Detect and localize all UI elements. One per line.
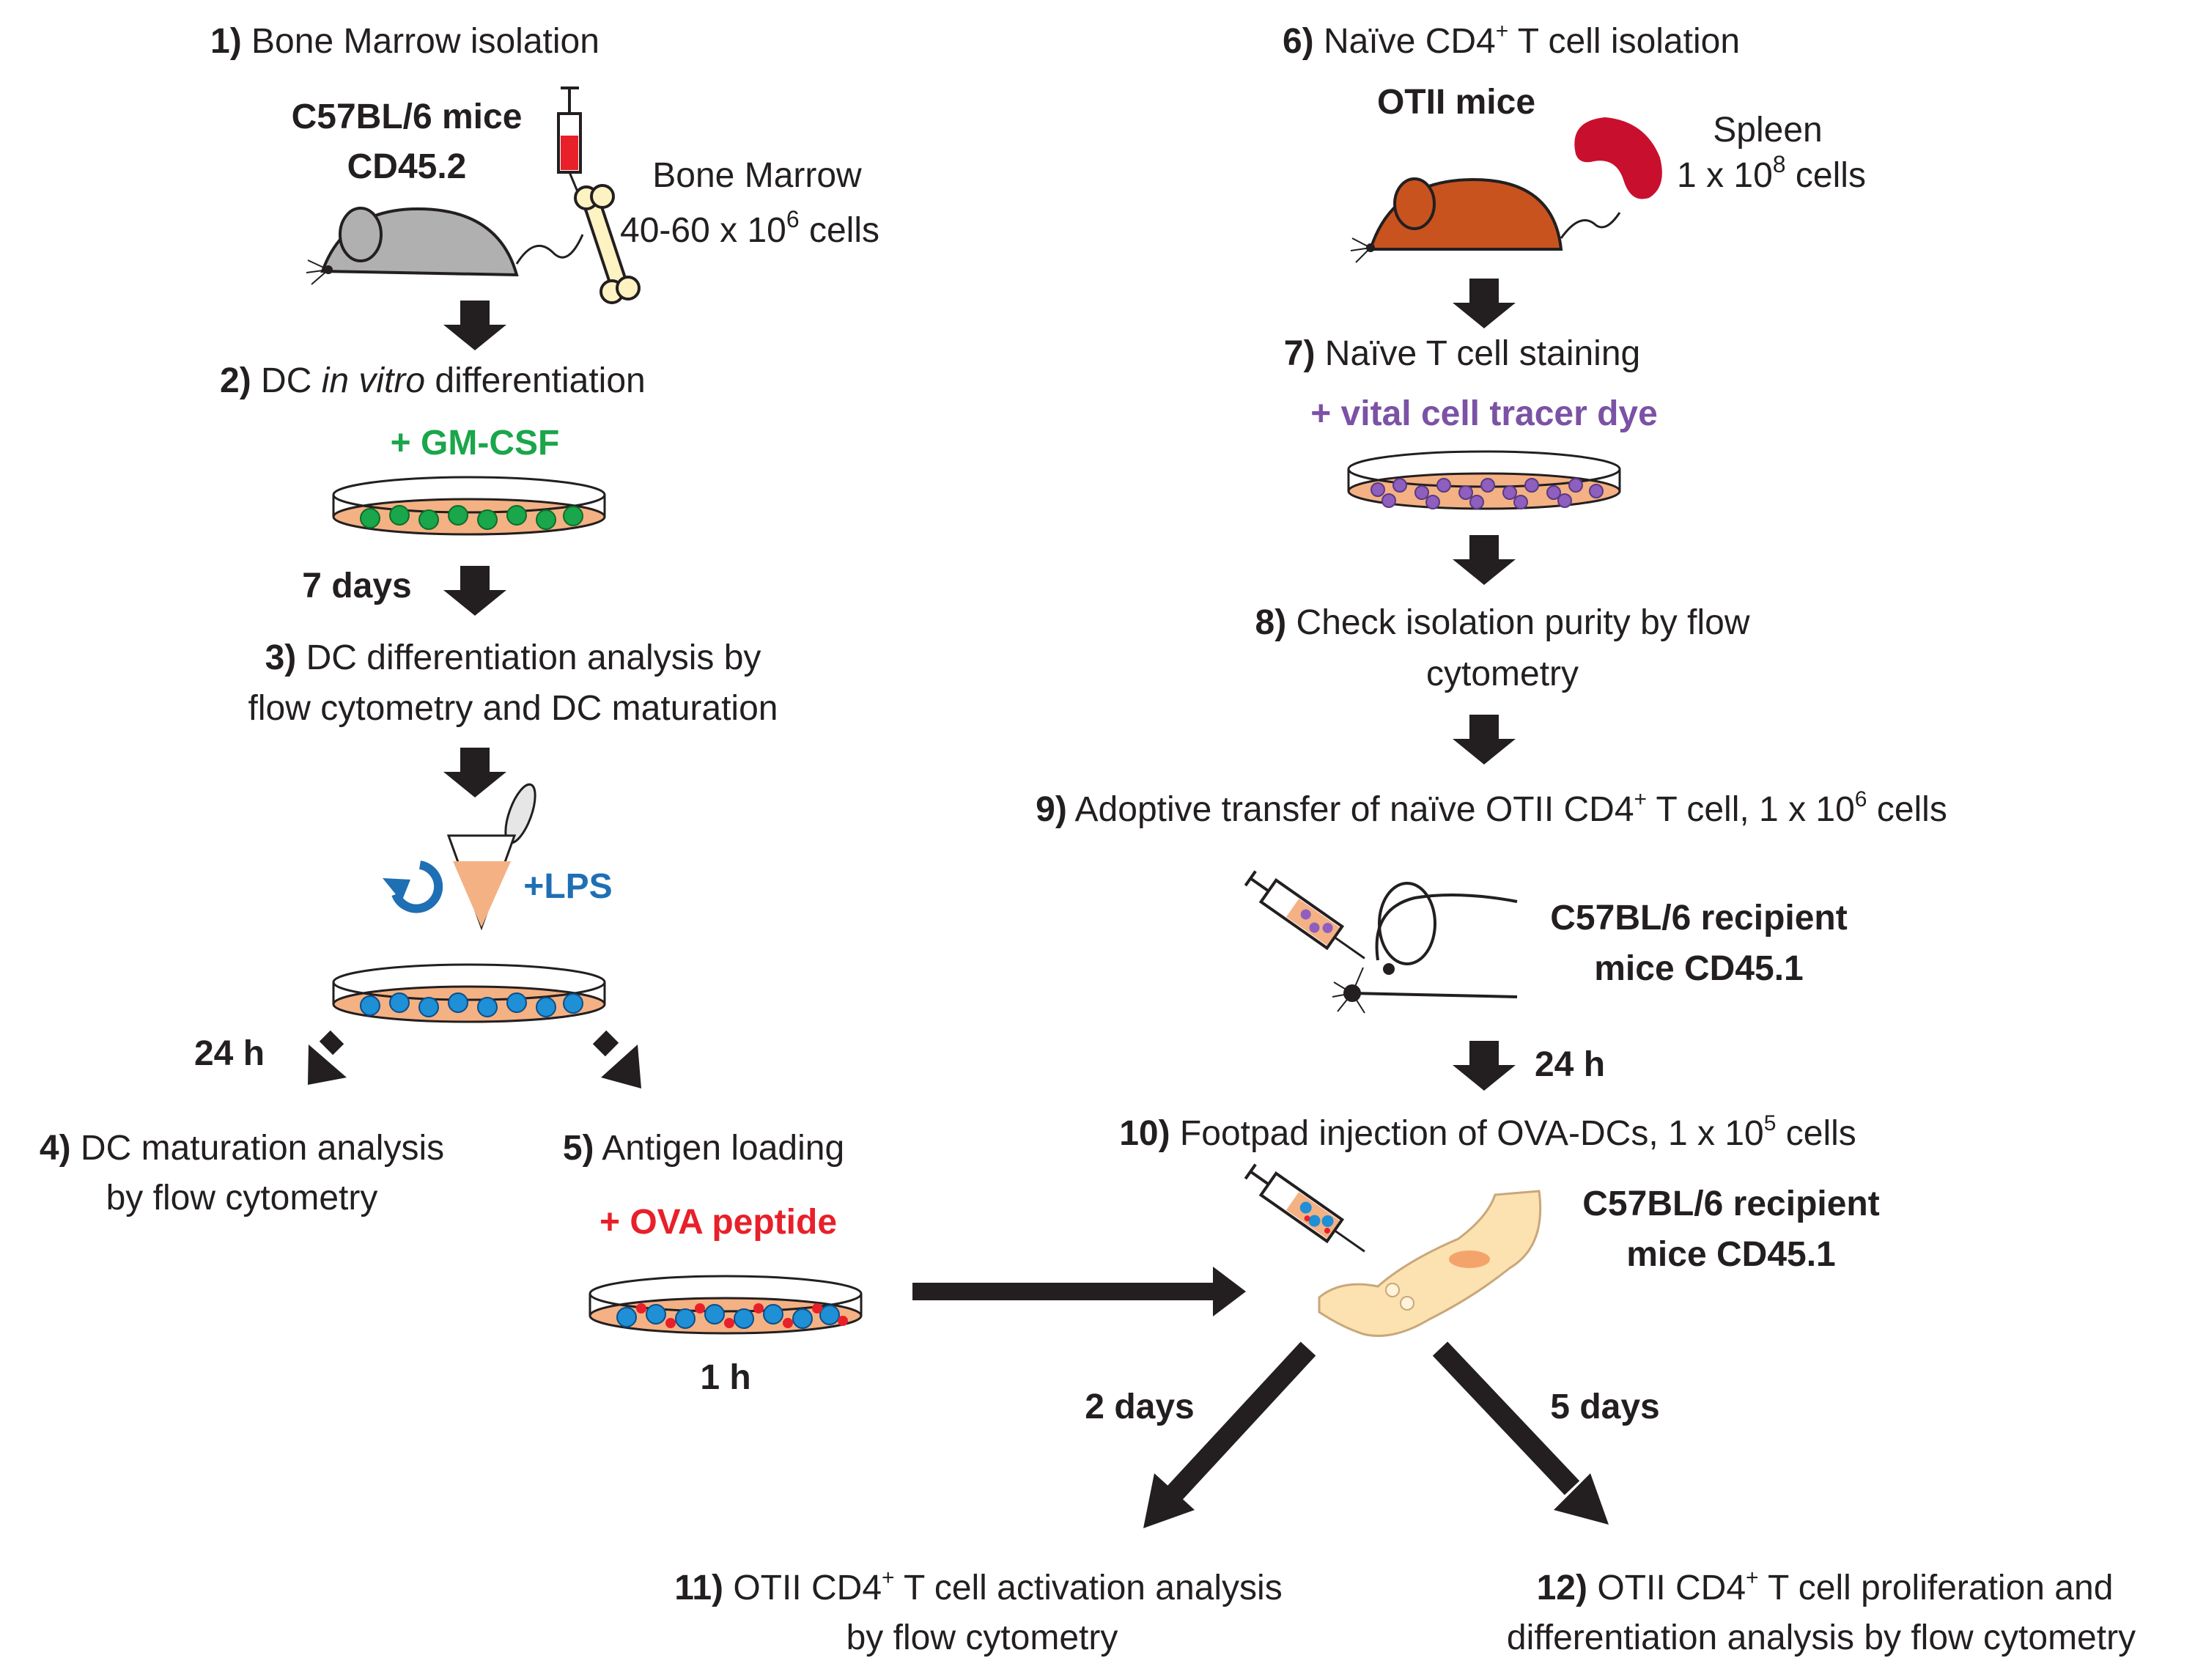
spleen-cells-label: 1 x 108 cells	[1677, 151, 1866, 195]
recipient2-mice-cd-label: mice CD45.1	[1626, 1235, 1836, 1274]
grey-mouse-icon	[306, 207, 584, 285]
refresh-icon	[383, 861, 443, 913]
recipient-mice-label: C57BL/6 recipient	[1550, 899, 1847, 937]
brown-mouse-icon	[1350, 177, 1621, 263]
arrow-down-9	[1453, 1041, 1516, 1091]
step-3-label-line2: flow cytometry and DC maturation	[248, 689, 778, 728]
arrow-to-12	[1554, 1473, 1609, 1525]
duration-5-days: 5 days	[1550, 1388, 1659, 1426]
arrow-to-12-stem	[1432, 1341, 1580, 1495]
step-2-label: 2) DC in vitro differentiation	[220, 361, 646, 400]
step-4-label: 4) DC maturation analysis	[40, 1129, 444, 1168]
gmcsf-label: + GM-CSF	[391, 424, 560, 463]
arrow-diag-right	[601, 1045, 641, 1088]
recipient-mice-cd-label: mice CD45.1	[1594, 949, 1804, 988]
duration-1h: 1 h	[700, 1358, 750, 1397]
footpad-icon	[1318, 1190, 1542, 1337]
syringe-icon	[557, 86, 588, 213]
recipient2-mice-label: C57BL/6 recipient	[1582, 1185, 1879, 1223]
step-3-label: 3) DC differentiation analysis by	[265, 638, 761, 677]
bone-marrow-label: Bone Marrow	[652, 156, 862, 195]
arrow-down-2	[443, 566, 506, 616]
petri-dish-ova-icon	[589, 1275, 863, 1335]
petri-dish-tracer-icon	[1347, 450, 1621, 510]
donor-mice-cd-label: CD45.2	[347, 147, 467, 186]
duration-24h-right: 24 h	[1535, 1045, 1605, 1084]
tracer-dye-label: + vital cell tracer dye	[1310, 394, 1658, 433]
step-5-label: 5) Antigen loading	[563, 1129, 844, 1168]
arrow-diag-left	[308, 1045, 347, 1085]
arrow-right-horizontal	[912, 1267, 1246, 1316]
petri-dish-lps-icon	[332, 963, 606, 1023]
syringe-tracer-icon	[1244, 870, 1365, 959]
spleen-label: Spleen	[1713, 111, 1822, 150]
step-12-label-line2: differentiation analysis by flow cytomet…	[1507, 1618, 2136, 1657]
bone-marrow-cells-label: 40-60 x 106 cells	[620, 206, 879, 250]
step-12-label: 12) OTII CD4+ T cell proliferation and	[1537, 1566, 2114, 1607]
donor-mice-label: C57BL/6 mice	[292, 97, 523, 136]
arrow-down-6	[1453, 279, 1516, 328]
arrow-down-8	[1453, 715, 1516, 765]
bone-icon	[574, 184, 641, 304]
step-9-label: 9) Adoptive transfer of naïve OTII CD4+ …	[1036, 787, 1947, 829]
otii-mice-label: OTII mice	[1377, 83, 1535, 122]
duration-7-days: 7 days	[302, 567, 411, 605]
step-7-label: 7) Naïve T cell staining	[1284, 334, 1640, 373]
pipette-tube-icon	[446, 783, 536, 931]
arrow-down-3	[443, 748, 506, 797]
arrow-to-11	[1143, 1473, 1195, 1528]
step-8-label-line2: cytometry	[1426, 655, 1579, 693]
step-8-label: 8) Check isolation purity by flow	[1255, 603, 1750, 642]
petri-dish-gmcsf-icon	[332, 476, 606, 536]
step-11-label: 11) OTII CD4+ T cell activation analysis	[674, 1566, 1282, 1607]
arrow-to-11-stem	[1165, 1341, 1316, 1503]
duration-2-days: 2 days	[1085, 1388, 1194, 1426]
step-6-label: 6) Naïve CD4+ T cell isolation	[1283, 19, 1740, 61]
spleen-icon	[1574, 117, 1662, 199]
arrow-diag-right-stem	[592, 1030, 619, 1057]
lps-label: +LPS	[523, 867, 612, 906]
duration-24h-left: 24 h	[194, 1034, 265, 1073]
syringe-dc-icon	[1244, 1163, 1365, 1253]
recipient-mouse-icon	[1332, 882, 1518, 1014]
step-4-label-line2: by flow cytometry	[106, 1179, 378, 1217]
arrow-down-1	[443, 301, 506, 350]
step-10-label: 10) Footpad injection of OVA-DCs, 1 x 10…	[1119, 1111, 1856, 1153]
arrow-diag-left-stem	[319, 1030, 344, 1055]
arrow-down-7	[1453, 535, 1516, 585]
ova-peptide-label: + OVA peptide	[600, 1203, 837, 1242]
step-1-label: 1) Bone Marrow isolation	[210, 22, 600, 61]
step-11-label-line2: by flow cytometry	[846, 1618, 1118, 1657]
